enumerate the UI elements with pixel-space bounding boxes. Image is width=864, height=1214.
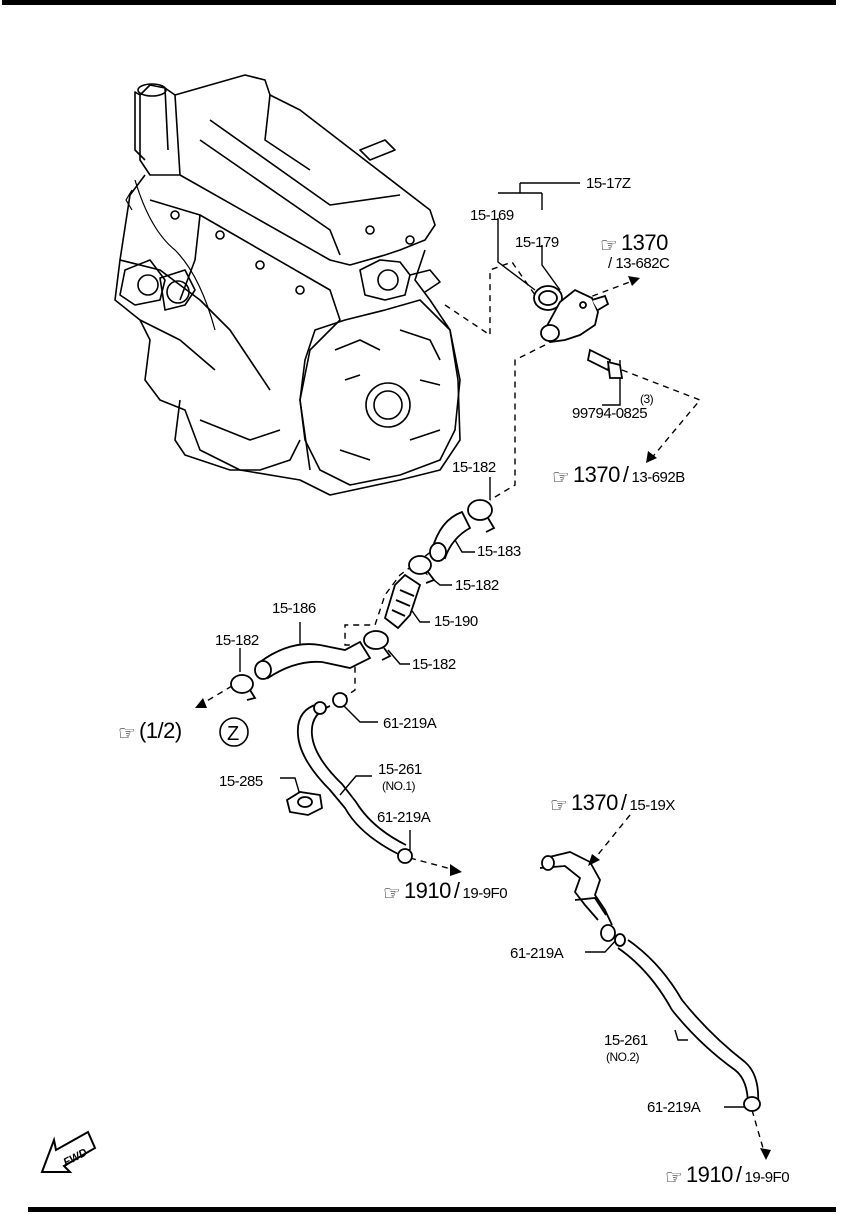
ref-number: 1370 [570,790,618,815]
leader-lines [239,182,745,1108]
ref-subcode: 13-692B [631,469,686,486]
engine-assembly [114,74,461,496]
ref-1910-19-9f0-b[interactable]: ☞ 1910 / 19-9F0 [665,1162,790,1189]
label-15-190: 15-190 [434,613,478,630]
label-15-182-d: 15-182 [412,656,456,673]
pointing-hand-icon: ☞ [550,795,568,817]
label-15-261-no1-note: (NO.1) [382,779,416,793]
ref-page-1-2[interactable]: ☞ (1/2) [118,718,182,745]
label-61-219a-a: 61-219A [383,715,437,732]
label-15-261-no1: 15-261 [378,761,422,778]
ref-subcode: 19-9F0 [744,1169,790,1186]
label-15-17z: 15-17Z [586,175,631,192]
arrow-heads [195,276,771,1160]
ref-slash: / [620,790,627,815]
ref-subcode: 15-19X [629,797,676,814]
pointing-hand-icon: ☞ [383,883,401,905]
label-15-261-no2-note: (NO.2) [606,1050,640,1064]
ref-1910-19-9f0-a[interactable]: ☞ 1910 / 19-9F0 [383,878,508,905]
label-15-285: 15-285 [219,773,263,790]
label-15-182-b: 15-182 [455,577,499,594]
thermostat-housing [533,285,624,379]
ref-subcode: / 13-682C [608,255,670,272]
label-61-219a-c: 61-219A [510,945,564,962]
pointing-hand-icon: ☞ [552,467,570,489]
label-15-186: 15-186 [272,600,316,617]
label-61-219a-d: 61-219A [647,1099,701,1116]
bottom-border [28,1207,836,1212]
ref-1370-15-19x[interactable]: ☞ 1370 / 15-19X [550,790,676,817]
label-15-179: 15-179 [515,234,559,251]
ref-page-text: (1/2) [138,718,182,743]
pointing-hand-icon: ☞ [665,1167,683,1189]
label-61-219a-b: 61-219A [377,809,431,826]
label-15-182-a: 15-182 [452,459,496,476]
ref-subcode: 19-9F0 [462,885,508,902]
label-99794-0825: 99794-0825 [572,405,648,422]
ref-slash: / [735,1162,742,1187]
heater-hose-no1 [285,692,413,864]
label-99794-qty: (3) [640,392,654,406]
label-15-261-no2: 15-261 [604,1032,648,1049]
z-circle-icon [219,717,249,747]
ref-slash: / [622,462,629,487]
ref-1370-13-682c[interactable]: ☞ 1370 / 13-682C [600,230,670,272]
top-border [2,0,836,5]
ref-number: 1370 [620,230,668,255]
ref-number: 1910 [685,1162,733,1187]
ref-1370-13-692b[interactable]: ☞ 1370 / 13-692B [552,462,686,489]
ref-number: 1910 [403,878,451,903]
upper-hoses [230,499,496,701]
pointing-hand-icon: ☞ [600,235,618,257]
label-15-169: 15-169 [470,207,514,224]
heater-hose-no2 [539,851,761,1112]
ref-slash: / [453,878,460,903]
label-15-182-c: 15-182 [215,632,259,649]
z-circle-label: Z [227,723,239,745]
fwd-arrow-icon: FWD [40,1130,97,1173]
pointing-hand-icon: ☞ [118,723,136,745]
ref-number: 1370 [572,462,620,487]
label-15-183: 15-183 [477,543,521,560]
